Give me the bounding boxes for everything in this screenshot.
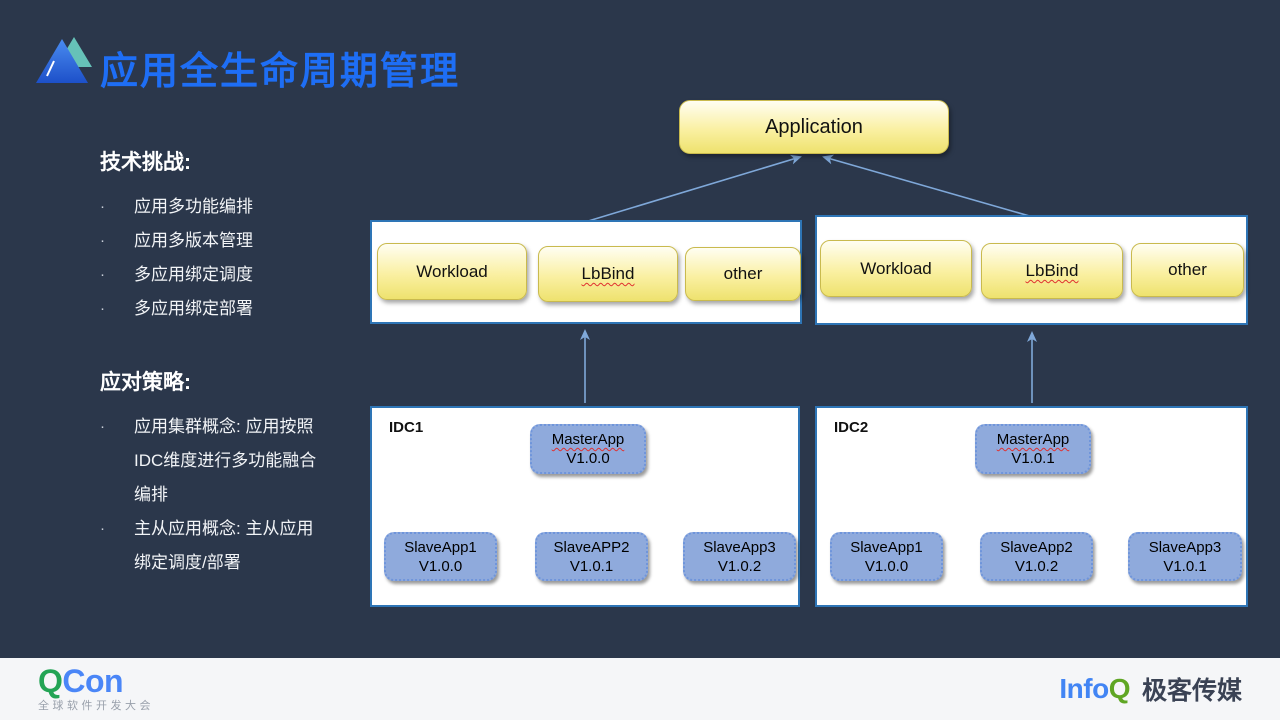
conference-triangle-logo-icon [36,37,92,83]
lbbind-node: LbBind [981,243,1123,299]
slaveapp-version: V1.0.0 [864,557,909,575]
list-item: · 主从应用概念: 主从应用 绑定调度/部署 [100,512,316,580]
masterapp-name: MasterApp [551,431,625,448]
slaveapp-node: SlaveApp3 V1.0.2 [683,532,796,581]
bullet-text: 绑定调度/部署 [134,553,241,572]
other-node-label: other [1168,260,1207,279]
section-heading: 应对策略: [100,371,191,394]
slaveapp-name: SlaveApp2 [1000,538,1073,556]
slaveapp-name: SlaveApp3 [703,538,776,556]
bullet-dot-icon: · [100,232,105,249]
slaveapp-version: V1.0.0 [418,557,463,575]
qcon-logo: QCon 全球软件开发大会 [38,662,154,713]
workload-node: Workload [820,240,972,297]
other-node-label: other [723,264,763,283]
other-node: other [685,247,801,301]
slaveapp-node: SlaveApp3 V1.0.1 [1128,532,1242,581]
list-item: · 多应用绑定部署 [100,292,253,326]
slaveapp-name: SlaveApp1 [404,538,477,556]
infoq-media-label: 极客传媒 [1141,677,1242,705]
bullet-dot-icon: · [100,418,105,435]
slaveapp-node: SlaveApp2 V1.0.2 [980,532,1093,581]
infoq-logo: InfoQ 极客传媒 [1059,671,1242,707]
workload-node-label: Workload [860,258,932,278]
bullet-text: 多应用绑定调度 [134,265,253,284]
list-item: · 应用集群概念: 应用按照 IDC维度进行多功能融合 编排 [100,410,316,512]
masterapp-node: MasterApp V1.0.0 [530,424,646,474]
slaveapp-node: SlaveAPP2 V1.0.1 [535,532,648,581]
bullet-dot-icon: · [100,266,105,283]
application-node: Application [679,100,949,154]
idc2-label: IDC2 [834,419,869,436]
qcon-subtitle: 全球软件开发大会 [38,699,154,712]
infoq-q-letter: Q [1108,673,1131,704]
other-node: other [1131,243,1244,297]
slaveapp-name: SlaveApp3 [1148,538,1222,556]
footer: QCon 全球软件开发大会 InfoQ 极客传媒 [0,658,1280,720]
slaveapp-node: SlaveApp1 V1.0.0 [830,532,943,581]
lbbind-node: LbBind [538,246,678,302]
slaveapp-version: V1.0.1 [569,557,614,575]
slaveapp-name: SlaveApp1 [850,538,923,556]
slaveapp-name: SlaveAPP2 [553,538,630,556]
list-item: · 应用多版本管理 [100,224,253,258]
bullet-text: IDC维度进行多功能融合 [134,451,317,470]
infoq-info-letters: Info [1059,673,1109,704]
idc1-label: IDC1 [389,419,424,436]
slaveapp-version: V1.0.2 [1014,557,1059,575]
masterapp-name: MasterApp [996,431,1070,448]
bullet-text: 主从应用概念: 主从应用 [134,519,314,538]
bullet-dot-icon: · [100,198,105,215]
qcon-q-letter: Q [38,662,63,699]
masterapp-version: V1.0.0 [566,450,610,467]
list-item: · 应用多功能编排 [100,190,253,224]
section-heading: 技术挑战: [100,151,191,174]
section-strategies: 应对策略: · 应用集群概念: 应用按照 IDC维度进行多功能融合 编排 · 主… [100,366,316,580]
workload-node-label: Workload [416,261,488,281]
application-node-label: Application [765,115,863,138]
workload-node: Workload [377,243,527,300]
bullet-text: 多应用绑定部署 [134,299,253,318]
slaveapp-version: V1.0.2 [717,557,762,575]
bullet-text: 应用集群概念: 应用按照 [134,417,314,436]
bullet-dot-icon: · [100,520,105,537]
qcon-wordmark: QCon [38,662,154,699]
infoq-wordmark: InfoQ [1059,673,1130,705]
list-item: · 多应用绑定调度 [100,258,253,292]
page-title: 应用全生命周期管理 [100,51,461,93]
bullet-dot-icon: · [100,300,105,317]
lbbind-node-label: LbBind [1025,261,1079,280]
bullet-text: 编排 [134,485,168,504]
masterapp-version: V1.0.1 [1011,450,1055,467]
lbbind-node-label: LbBind [581,264,635,283]
slaveapp-node: SlaveApp1 V1.0.0 [384,532,497,581]
bullet-text: 应用多版本管理 [134,231,253,250]
bullet-text: 应用多功能编排 [134,197,253,216]
masterapp-node: MasterApp V1.0.1 [975,424,1091,474]
section-tech-challenges: 技术挑战: · 应用多功能编排 · 应用多版本管理 · 多应用绑定调度 · 多应… [100,146,253,326]
slaveapp-version: V1.0.1 [1163,557,1207,575]
qcon-con-letters: Con [62,662,124,699]
